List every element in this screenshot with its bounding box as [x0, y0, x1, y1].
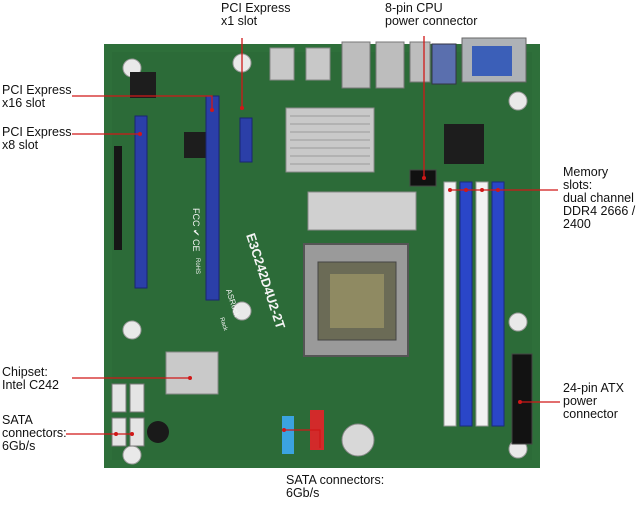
- mounting-hole: [122, 320, 142, 340]
- lan-heatsink: [307, 191, 417, 231]
- leader-dots: [114, 106, 522, 436]
- lan-port: [409, 41, 431, 83]
- ic-chip: [444, 124, 484, 164]
- sata-connector-blue: [282, 416, 294, 454]
- mounting-hole: [508, 312, 528, 332]
- label-chipset: Chipset: Intel C242: [2, 365, 59, 392]
- lan-port: [375, 41, 405, 89]
- rear-io: [269, 37, 527, 89]
- dimm-slot: [443, 181, 457, 427]
- label-sata-bottom: SATA connectors: 6Gb/s: [286, 473, 385, 500]
- leader-line-sata-bottom: [284, 429, 321, 448]
- mounting-hole: [232, 301, 252, 321]
- sata-connector: [129, 383, 145, 413]
- board-cert-text: FCC ✔ CE: [191, 208, 201, 252]
- buzzer: [147, 421, 169, 443]
- leader-line-pcie-x16: [72, 95, 213, 110]
- serial-port-blue: [472, 46, 512, 76]
- pcie-x16-slot: [205, 95, 220, 301]
- board-brand-sub-text: Rack: [218, 317, 228, 333]
- label-atx-power: 24-pin ATX power connector: [563, 381, 624, 421]
- usb-port: [305, 47, 331, 81]
- lan-port: [341, 41, 371, 89]
- atx-power-connector: [511, 353, 533, 445]
- dimm-slot: [475, 181, 489, 427]
- memory-slots: [443, 181, 505, 427]
- ic-chip: [130, 72, 156, 98]
- pcie-x1-slot: [239, 117, 253, 163]
- board-rohs-text: RoHS: [194, 258, 200, 274]
- heatsink-fins: [290, 115, 370, 165]
- mounting-hole: [122, 445, 142, 465]
- usb-port: [269, 47, 295, 81]
- front-panel-header: [114, 146, 122, 250]
- pcie-x8-slot: [134, 115, 148, 289]
- leader-lines: [66, 36, 560, 448]
- sata-connector: [111, 417, 127, 447]
- dimm-slot: [459, 181, 473, 427]
- cmos-battery: [341, 423, 375, 457]
- label-pcie-x8: PCI Express x8 slot: [2, 125, 72, 152]
- mounting-hole: [508, 91, 528, 111]
- sata-connector: [111, 383, 127, 413]
- label-pcie-x16: PCI Express x16 slot: [2, 83, 72, 110]
- vga-port: [431, 43, 457, 85]
- cpu-socket-pins: [330, 274, 384, 328]
- label-memory: Memory slots: dual channel DDR4 2666 / 2…: [563, 165, 636, 231]
- label-sata-left: SATA connectors: 6Gb/s: [2, 413, 67, 453]
- sata-connector: [129, 417, 145, 447]
- label-pcie-x1: PCI Express x1 slot: [221, 1, 291, 28]
- sata-left-connectors: [111, 383, 145, 447]
- chipset-heatsink: [165, 351, 219, 395]
- label-cpu-power: 8-pin CPU power connector: [385, 1, 478, 28]
- dimm-slot: [491, 181, 505, 427]
